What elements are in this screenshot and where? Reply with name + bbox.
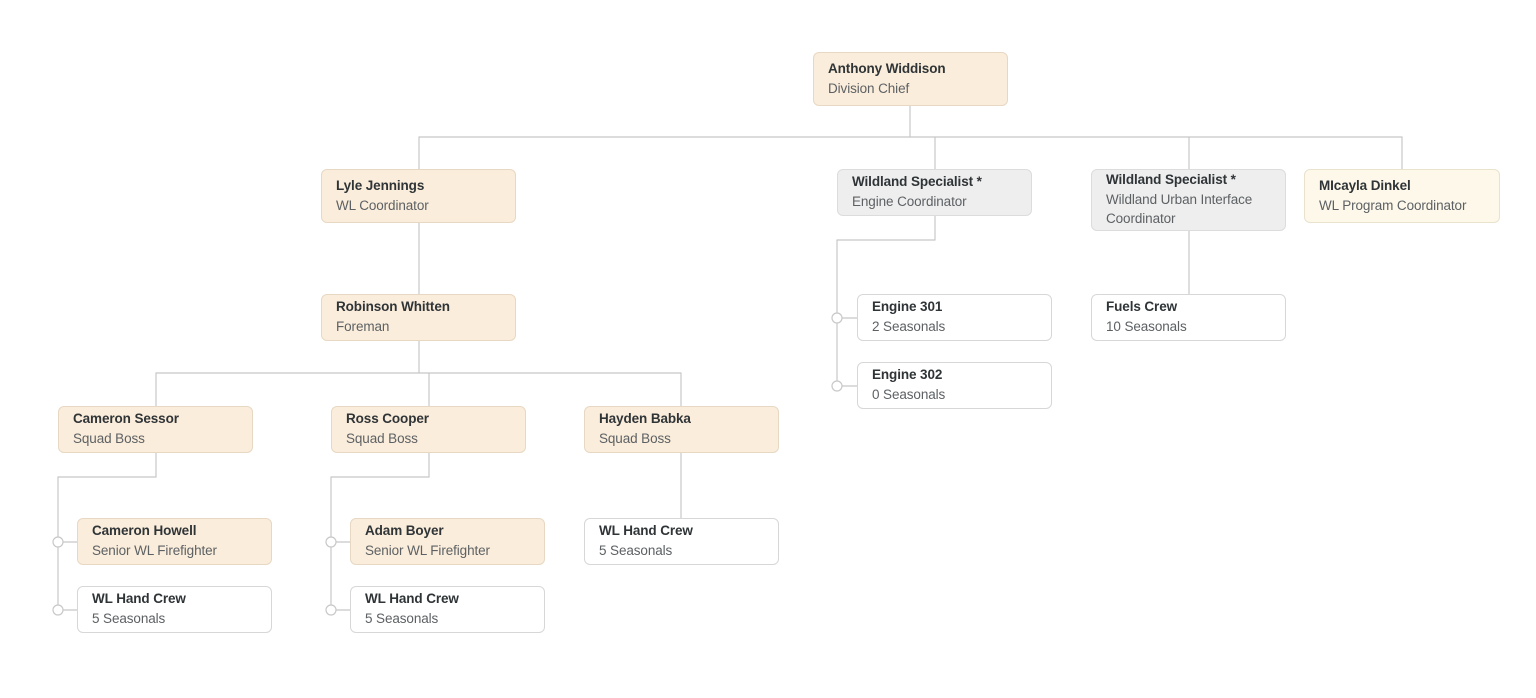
org-node-title: Robinson Whitten — [336, 299, 450, 314]
org-node-subtitle: 0 Seasonals — [872, 387, 946, 402]
org-node-wl-hand-crew-1[interactable]: WL Hand Crew 5 Seasonals — [77, 586, 272, 633]
org-node-subtitle: 5 Seasonals — [599, 543, 673, 558]
org-node-title: Fuels Crew — [1106, 299, 1178, 314]
org-node-title: WL Hand Crew — [92, 591, 186, 606]
org-node-title: Cameron Howell — [92, 523, 197, 538]
org-node-title: MIcayla Dinkel — [1319, 177, 1411, 193]
org-node-subtitle: WL Coordinator — [336, 197, 429, 213]
org-node-subtitle: Senior WL Firefighter — [92, 543, 217, 558]
org-node-title: Engine 302 — [872, 367, 943, 382]
org-node-wildland-specialist-engine[interactable]: Wildland Specialist * Engine Coordinator — [837, 169, 1032, 216]
org-node-title: WL Hand Crew — [365, 591, 459, 606]
org-node-engine-302[interactable]: Engine 302 0 Seasonals — [857, 362, 1052, 409]
org-node-title: Anthony Widdison — [828, 60, 946, 76]
org-node-lyle-jennings[interactable]: Lyle Jennings WL Coordinator — [321, 169, 516, 223]
org-node-title: Wildland Specialist * — [1106, 172, 1236, 187]
org-node-subtitle: WL Program Coordinator — [1319, 197, 1467, 213]
org-node-fuels-crew[interactable]: Fuels Crew 10 Seasonals — [1091, 294, 1286, 341]
connector-junction-dot — [325, 536, 337, 548]
org-node-wl-hand-crew-3[interactable]: WL Hand Crew 5 Seasonals — [584, 518, 779, 565]
org-node-subtitle: Senior WL Firefighter — [365, 543, 490, 558]
org-node-subtitle: 5 Seasonals — [365, 611, 439, 626]
connector-junction-dot — [325, 604, 337, 616]
connector-junction-dot — [831, 380, 843, 392]
org-node-title: Wildland Specialist * — [852, 174, 982, 189]
org-node-subtitle: 5 Seasonals — [92, 611, 166, 626]
org-node-subtitle: Engine Coordinator — [852, 194, 967, 209]
org-node-subtitle: Wildland Urban Interface Coordinator — [1106, 192, 1253, 226]
org-node-title: WL Hand Crew — [599, 523, 693, 538]
org-node-subtitle: Foreman — [336, 319, 390, 334]
org-node-title: Ross Cooper — [346, 411, 429, 426]
org-node-subtitle: Squad Boss — [73, 431, 145, 446]
org-node-subtitle: Squad Boss — [599, 431, 671, 446]
org-node-wildland-specialist-wui[interactable]: Wildland Specialist * Wildland Urban Inte… — [1091, 169, 1286, 231]
org-node-engine-301[interactable]: Engine 301 2 Seasonals — [857, 294, 1052, 341]
org-node-title: Engine 301 — [872, 299, 943, 314]
org-node-title: Hayden Babka — [599, 411, 691, 426]
org-node-subtitle: 10 Seasonals — [1106, 319, 1187, 334]
org-node-title: Adam Boyer — [365, 523, 444, 538]
org-node-subtitle: Squad Boss — [346, 431, 418, 446]
org-node-subtitle: Division Chief — [828, 80, 910, 96]
org-node-subtitle: 2 Seasonals — [872, 319, 946, 334]
org-node-title: Cameron Sessor — [73, 411, 179, 426]
connector-junction-dot — [52, 604, 64, 616]
org-node-wl-hand-crew-2[interactable]: WL Hand Crew 5 Seasonals — [350, 586, 545, 633]
connector-junction-dot — [831, 312, 843, 324]
connector-junction-dot — [52, 536, 64, 548]
org-node-micayla-dinkel[interactable]: MIcayla Dinkel WL Program Coordinator — [1304, 169, 1500, 223]
org-node-title: Lyle Jennings — [336, 177, 425, 193]
